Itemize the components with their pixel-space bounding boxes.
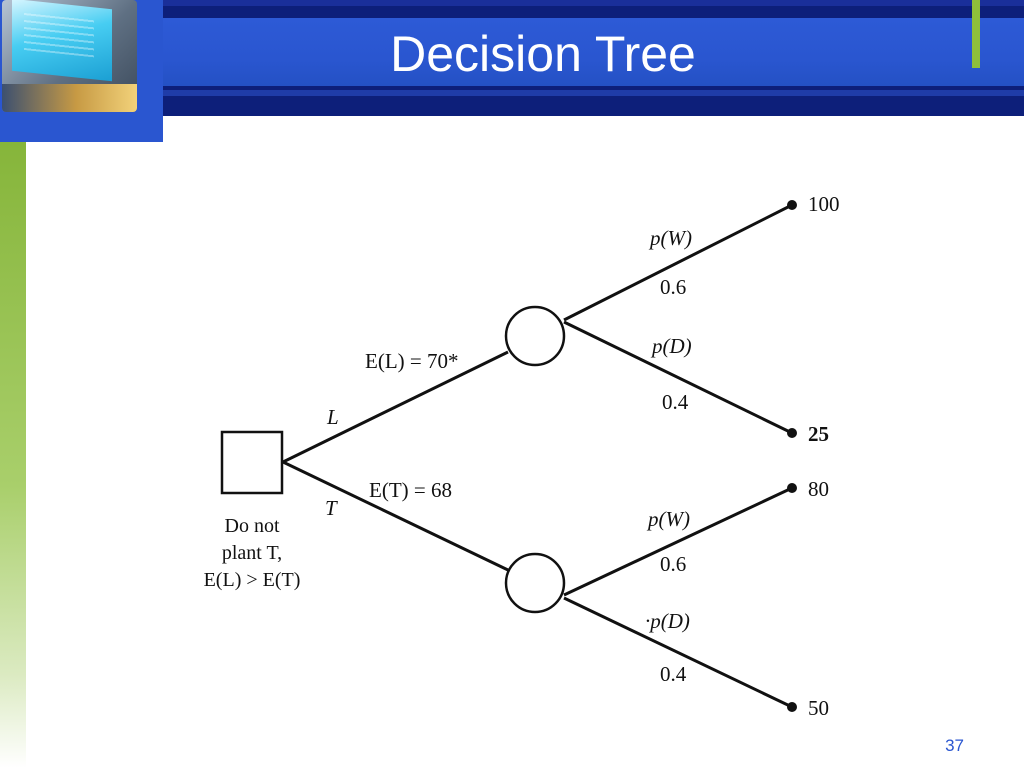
outcome-line bbox=[563, 320, 793, 435]
payoff-value: 25 bbox=[808, 422, 829, 446]
branch-label-l: L bbox=[326, 405, 339, 429]
prob-label-draw: ·p(D) bbox=[645, 609, 690, 633]
page-number: 37 bbox=[945, 736, 964, 755]
expected-value-l: E(L) = 70* bbox=[365, 349, 459, 373]
payoff-value: 100 bbox=[808, 192, 840, 216]
prob-value-win: 0.6 bbox=[660, 275, 686, 299]
title-bar bbox=[163, 18, 1024, 86]
terminal-node bbox=[787, 483, 797, 493]
decision-note-line: plant T, bbox=[222, 542, 282, 564]
decision-note-line: Do not bbox=[225, 515, 280, 537]
corner-logo bbox=[0, 0, 163, 142]
terminal-node bbox=[787, 428, 797, 438]
slide-title: Decision Tree bbox=[390, 26, 696, 82]
header-stripe bbox=[163, 0, 1024, 6]
branch-line-t bbox=[282, 460, 509, 572]
terminal-node bbox=[787, 200, 797, 210]
side-accent-bar bbox=[0, 142, 26, 768]
prob-label-win: p(W) bbox=[648, 226, 692, 250]
chance-node-upper bbox=[504, 305, 566, 367]
prob-value-draw: 0.4 bbox=[662, 390, 689, 414]
prob-label-win: p(W) bbox=[646, 507, 690, 531]
outcome-line bbox=[563, 203, 793, 322]
terminal-node bbox=[787, 702, 797, 712]
payoff-value: 80 bbox=[808, 477, 829, 501]
branch-line-l bbox=[282, 350, 509, 464]
branch-label-t: T bbox=[325, 496, 338, 520]
chance-node-lower bbox=[504, 552, 566, 614]
prob-value-win: 0.6 bbox=[660, 552, 686, 576]
prob-value-draw: 0.4 bbox=[660, 662, 687, 686]
monitor-base bbox=[2, 84, 137, 112]
accent-bar bbox=[972, 0, 980, 68]
computer-monitor-icon bbox=[2, 0, 137, 112]
outcome-line bbox=[563, 596, 793, 709]
prob-label-draw: p(D) bbox=[650, 334, 692, 358]
header-stripe bbox=[163, 90, 1024, 96]
decision-node bbox=[220, 430, 284, 495]
decision-note-line: E(L) > E(T) bbox=[204, 569, 301, 591]
outcome-line bbox=[563, 486, 793, 597]
payoff-value: 50 bbox=[808, 696, 829, 720]
expected-value-t: E(T) = 68 bbox=[369, 478, 452, 502]
